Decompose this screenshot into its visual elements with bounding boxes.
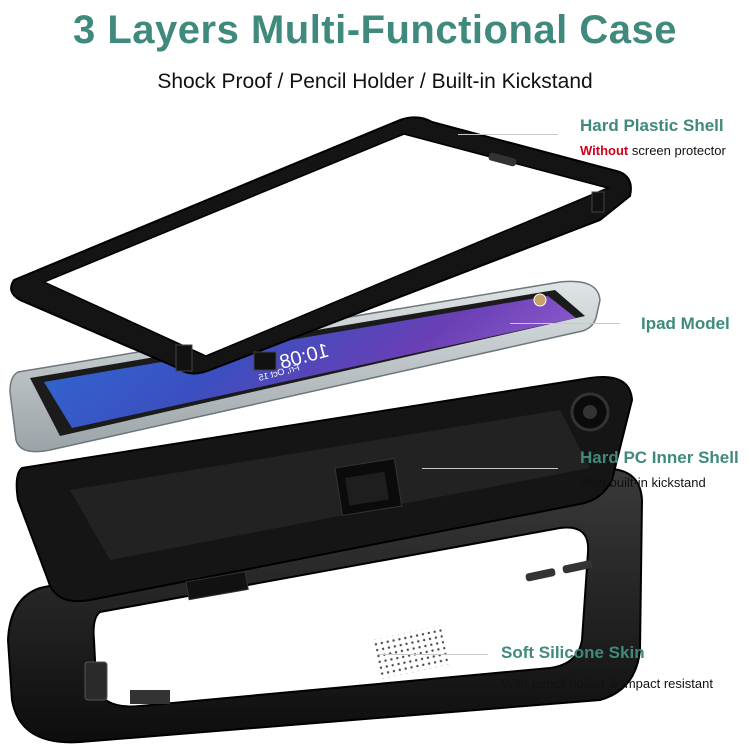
page-title: 3 Layers Multi-Functional Case (72, 8, 678, 52)
note-hard-plastic-shell-rest: screen protector (628, 143, 726, 158)
note-hard-pc-inner-shell: With built-in kickstand (580, 475, 706, 490)
label-ipad-model: Ipad Model (641, 314, 730, 333)
note-hard-plastic-shell: Without screen protector (580, 143, 726, 158)
note-hard-plastic-shell-highlight: Without (580, 143, 629, 158)
note-soft-silicone-skin: With pencil holder & Impact resistant (502, 676, 713, 691)
page-subtitle: Shock Proof / Pencil Holder / Built-in K… (157, 70, 593, 93)
label-hard-pc-inner-shell: Hard PC Inner Shell (580, 448, 739, 467)
label-hard-plastic-shell: Hard Plastic Shell (580, 116, 724, 135)
leader-line-inner-shell (422, 468, 558, 469)
soft-silicone-skin (6, 467, 644, 744)
hard-plastic-shell (10, 116, 632, 375)
leader-line-hard-plastic-shell (458, 134, 558, 135)
leader-line-ipad-model (510, 323, 620, 324)
label-soft-silicone-skin: Soft Silicone Skin (501, 643, 645, 662)
hard-pc-inner-shell (15, 376, 634, 602)
tablet-device: 10:08 Fri, Oct 15 (9, 280, 601, 453)
leader-line-silicone-skin (378, 654, 488, 655)
